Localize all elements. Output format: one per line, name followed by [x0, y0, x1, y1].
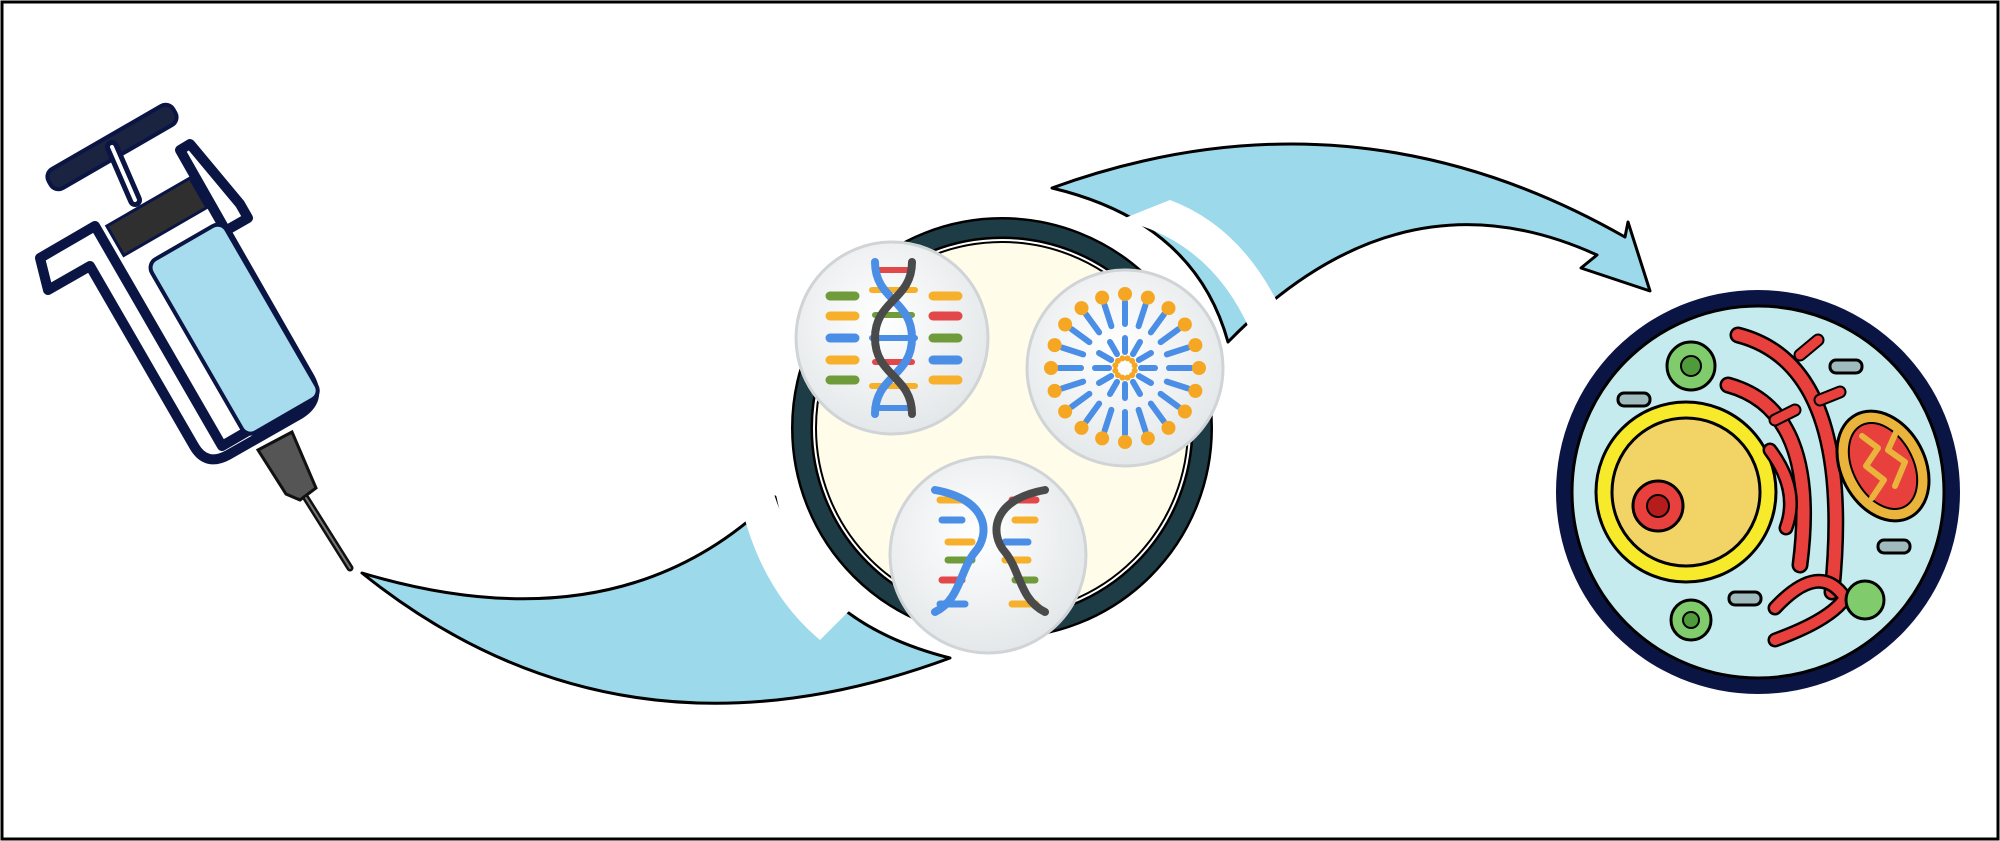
lipid-tail [1101, 302, 1115, 330]
lipid-tail [1107, 378, 1120, 397]
lipid-tail [1163, 378, 1191, 392]
mitochondrion [1835, 409, 1931, 523]
lipid-head [1095, 431, 1110, 446]
lipid-head [1119, 355, 1126, 362]
lipid-head [1074, 301, 1089, 316]
lipid-head [1118, 287, 1132, 301]
lipid-tail [1068, 390, 1093, 410]
lipid-head [1140, 290, 1155, 305]
lipid-tail [1068, 326, 1093, 346]
syringe-icon [35, 102, 354, 572]
lipid-tail [1157, 390, 1182, 410]
lipid-head [1129, 372, 1136, 379]
lipid-tail [1096, 373, 1115, 386]
lipid-head [1112, 362, 1119, 369]
lipid-head [1047, 338, 1062, 353]
lipid-head [1074, 420, 1089, 435]
split-dna-strands-icon [888, 455, 1088, 655]
curved-arrow-to-cell [1050, 142, 1652, 344]
lipid-tail [1130, 339, 1143, 358]
lipid-head [1188, 383, 1203, 398]
lipid-tail [1101, 406, 1115, 434]
lipid-tail [1130, 378, 1143, 397]
lipid-head [1114, 372, 1121, 379]
lipid-head [1129, 357, 1136, 364]
lipid-head [1095, 290, 1110, 305]
lipid-head [1047, 383, 1062, 398]
liposome-outer-layer [1044, 287, 1206, 449]
lipid-head [1161, 420, 1176, 435]
lipid-head [1044, 361, 1058, 375]
lipid-tail [1135, 373, 1154, 386]
lipid-head [1161, 301, 1176, 316]
lipid-tail [1135, 406, 1149, 434]
lipid-head [1119, 374, 1126, 381]
vesicle [1669, 598, 1713, 642]
lipid-tail [1083, 311, 1103, 336]
lipid-tail [1135, 350, 1154, 363]
liposome-inner-layer [1092, 335, 1158, 401]
nucleus [1594, 400, 1778, 584]
lipid-head [1177, 317, 1192, 332]
lipid-head [1058, 404, 1073, 419]
liposome-icon [1025, 268, 1225, 468]
lipid-head [1112, 367, 1119, 374]
vesicle [1844, 579, 1886, 621]
lipid-tail [1059, 378, 1087, 392]
curved-arrow-to-carrier [360, 495, 952, 705]
lipid-head [1131, 367, 1138, 374]
lipid-tail [1107, 339, 1120, 358]
lipid-head [1131, 362, 1138, 369]
lipid-head [1188, 338, 1203, 353]
lipid-tail [1163, 344, 1191, 358]
lipid-head [1177, 404, 1192, 419]
animal-cell-icon [1556, 290, 1960, 694]
lipid-head [1124, 374, 1131, 381]
lipid-head [1118, 435, 1132, 449]
lipid-tail [1059, 344, 1087, 358]
lipid-head [1058, 317, 1073, 332]
lipid-tail [1135, 302, 1149, 330]
lipid-tail [1096, 350, 1115, 363]
lipid-head [1192, 361, 1206, 375]
ribosome-capsule [1616, 358, 1912, 607]
lipid-head [1140, 431, 1155, 446]
vesicle [1665, 340, 1717, 392]
dna-double-helix-icon [794, 240, 990, 436]
lipid-head [1114, 357, 1121, 364]
lipid-tail [1083, 400, 1103, 425]
endoplasmic-reticulum [1719, 326, 1855, 648]
lipid-tail [1157, 326, 1182, 346]
lipid-tail [1147, 311, 1167, 336]
lipid-head [1124, 355, 1131, 362]
lipid-tail [1147, 400, 1167, 425]
